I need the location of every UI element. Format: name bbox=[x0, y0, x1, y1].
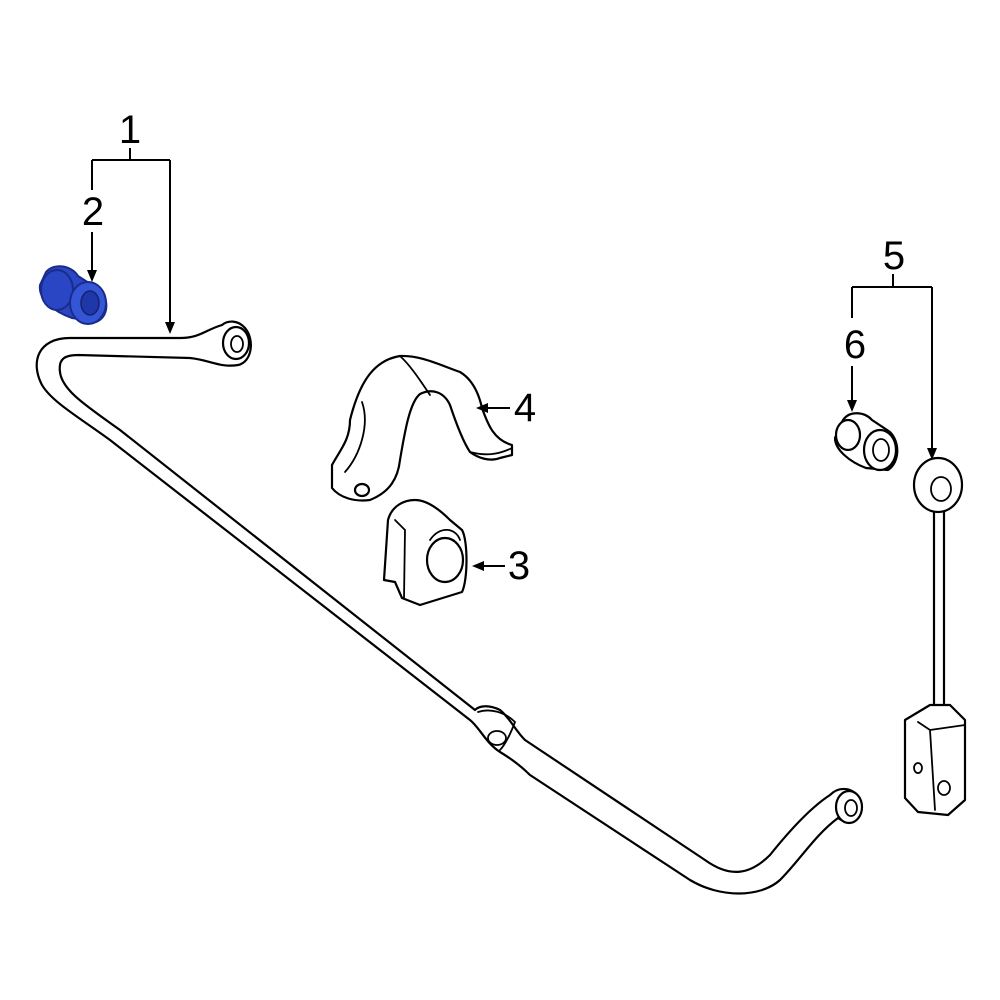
stabilizer-link[interactable] bbox=[903, 456, 967, 817]
callout-6: 6 bbox=[844, 323, 866, 367]
bushing-large[interactable] bbox=[382, 498, 468, 607]
bushing-small[interactable] bbox=[38, 265, 108, 325]
leader-lines bbox=[87, 148, 937, 571]
callout-3: 3 bbox=[508, 544, 530, 588]
callout-2: 2 bbox=[82, 190, 104, 234]
link-bushing[interactable] bbox=[833, 412, 899, 472]
callout-4: 4 bbox=[514, 386, 536, 430]
bracket[interactable] bbox=[330, 354, 514, 502]
stabilizer-bar[interactable] bbox=[35, 320, 864, 895]
callout-5: 5 bbox=[883, 234, 905, 278]
callout-1: 1 bbox=[119, 108, 141, 152]
